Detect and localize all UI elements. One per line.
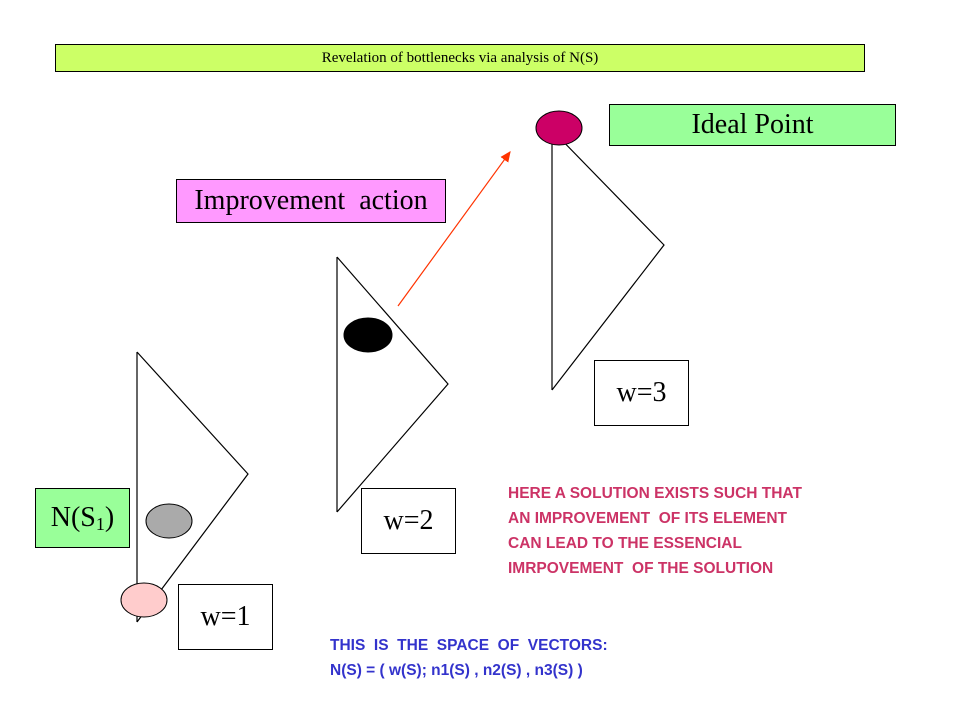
improvement-action-label-box: Improvement action <box>176 179 446 223</box>
ideal-point-label-box: Ideal Point <box>609 104 896 146</box>
title-banner: Revelation of bottlenecks via analysis o… <box>55 44 865 72</box>
pink-point-dot <box>120 582 168 618</box>
ns1-close: ) <box>104 501 115 533</box>
solution-note-line: CAN LEAD TO THE ESSENCIAL <box>508 535 742 552</box>
triangle-w3 <box>551 129 665 391</box>
w2-label: w=2 <box>383 505 434 536</box>
solution-note-line: IMRPOVEMENT OF THE SOLUTION <box>508 560 774 577</box>
vector-space-note-line: THIS IS THE SPACE OF VECTORS: <box>330 637 608 654</box>
w1-label: w=1 <box>200 601 251 632</box>
black-point-dot <box>343 317 393 353</box>
vector-space-note: THIS IS THE SPACE OF VECTORS: N(S) = ( w… <box>330 633 608 683</box>
w2-label-box: w=2 <box>361 488 456 554</box>
ns1-label: N(S1) <box>51 502 114 535</box>
w3-label: w=3 <box>616 377 667 408</box>
improvement-action-label: Improvement action <box>194 185 428 216</box>
ns1-subscript: 1 <box>95 513 105 534</box>
triangle-w2 <box>336 256 449 513</box>
improvement-arrow <box>397 151 511 307</box>
vector-space-formula: N(S) = ( w(S); n1(S) , n2(S) , n3(S) ) <box>330 662 583 679</box>
solution-note: HERE A SOLUTION EXISTS SUCH THAT AN IMPR… <box>508 481 802 581</box>
solution-note-line: AN IMPROVEMENT OF ITS ELEMENT <box>508 510 788 527</box>
w1-label-box: w=1 <box>178 584 273 650</box>
gray-point-dot <box>145 503 193 539</box>
triangle-w1 <box>136 351 249 623</box>
ideal-point-dot <box>535 110 583 146</box>
ns1-label-box: N(S1) <box>35 488 130 548</box>
ideal-point-label: Ideal Point <box>691 109 814 140</box>
solution-note-line: HERE A SOLUTION EXISTS SUCH THAT <box>508 485 802 502</box>
title-text: Revelation of bottlenecks via analysis o… <box>321 49 599 66</box>
w3-label-box: w=3 <box>594 360 689 426</box>
ns1-main: N(S <box>50 501 96 533</box>
